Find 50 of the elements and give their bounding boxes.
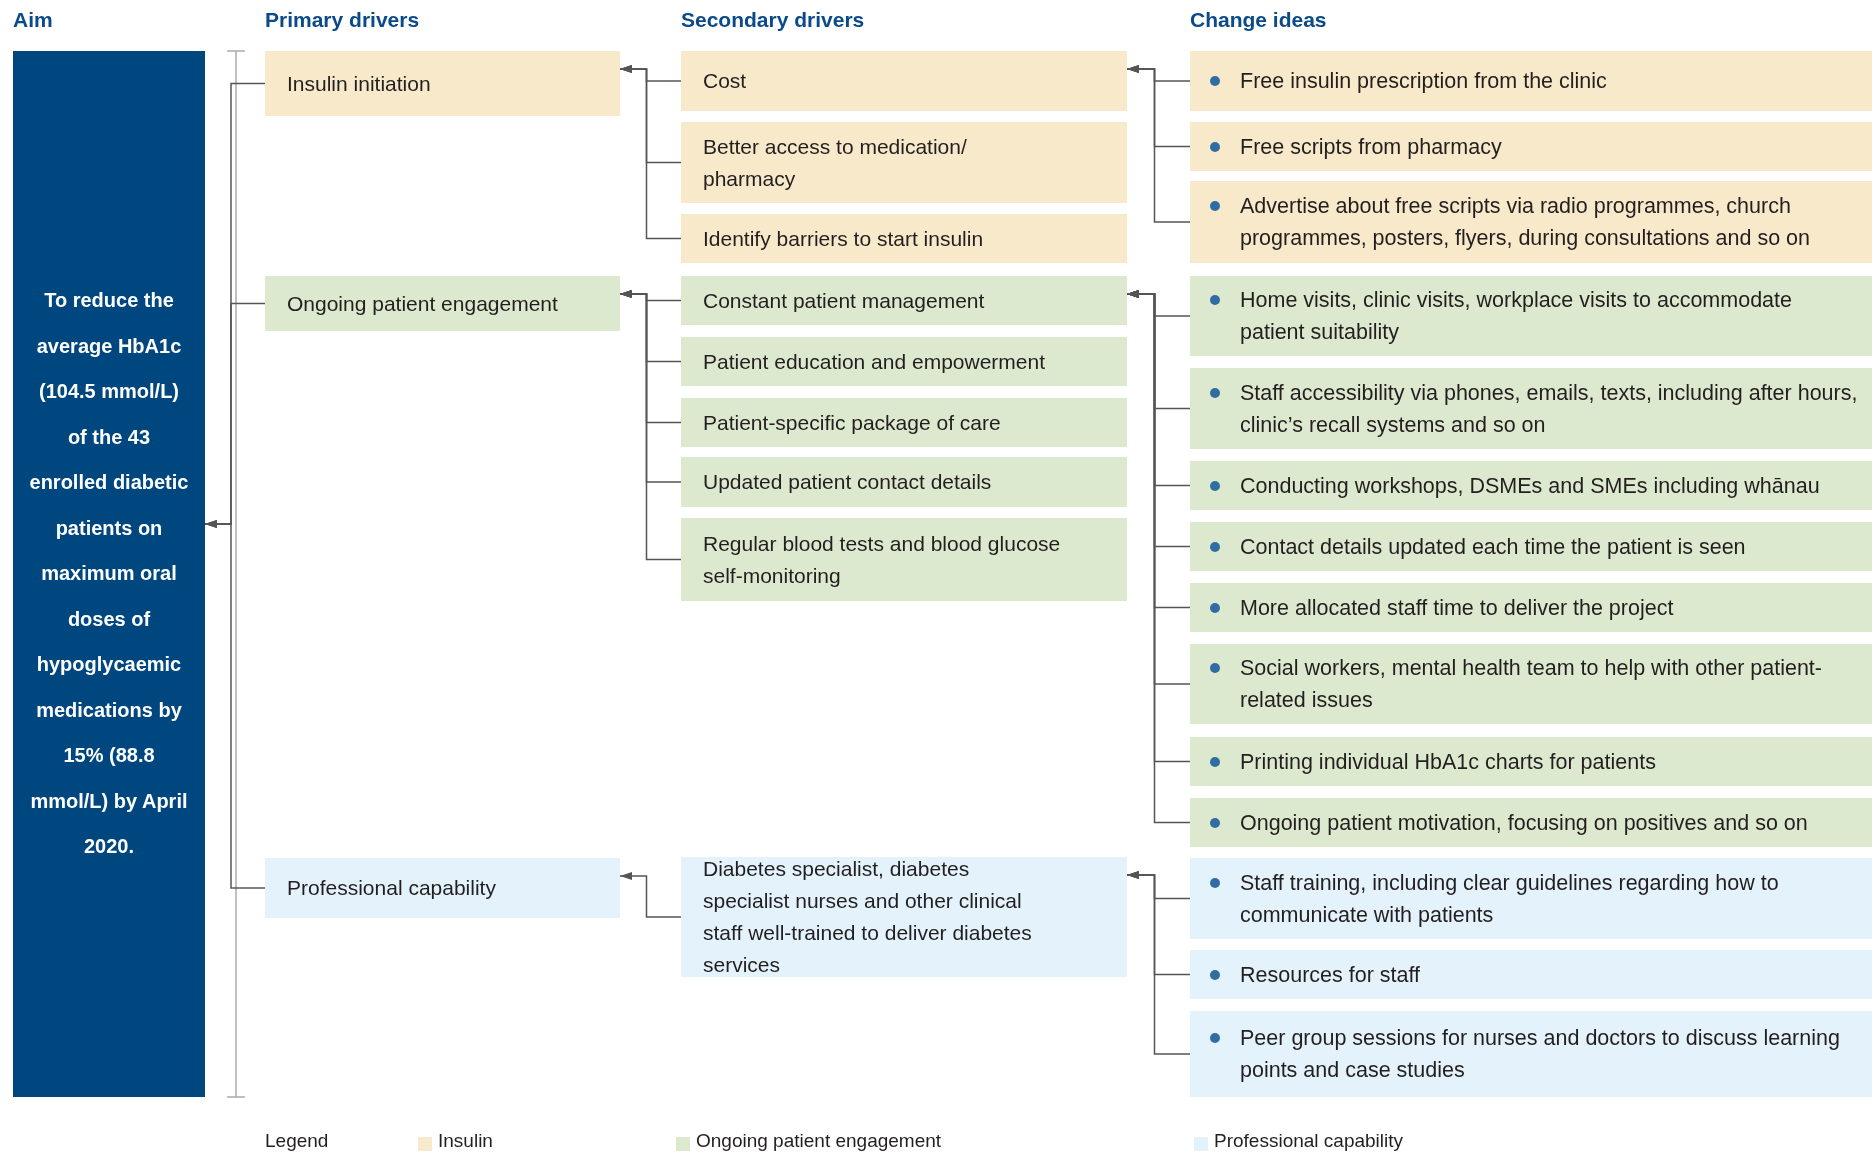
change-idea-box [1190,644,1872,724]
secondary-driver-box: Identify barriers to start insulin [681,214,1127,263]
change-idea-text: Conducting workshops, DSMEs and SMEs including whānau [1240,472,1820,500]
legend-label: Ongoing patient engagement [696,1130,942,1152]
secondary-driver-box: Updated patient contact details [681,457,1127,507]
change-idea-text: Peer group sessions for nurses and doctors to discuss learning points and case studies [1240,1025,1841,1084]
legend-label: Insulin [438,1130,493,1152]
column-heading: Primary drivers [265,8,420,32]
change-idea-text: Staff accessibility via phones, emails, texts, including after hours, clinic’s recall systems and so on [1240,379,1859,439]
change-idea-text: Free insulin prescription from the clinic [1240,68,1607,95]
bracket-arrow [619,872,682,918]
aim-box: To reduce the average HbA1c (104.5 mmol/L) of the 43 enrolled diabetic patients on maximum oral doses of hypoglycaemic medications by 15% (88.8 mmol/L) by April 2020. [13,51,205,1097]
change-idea-box [1190,461,1872,510]
change-idea-box [1190,122,1872,171]
change-idea-box [1190,368,1872,449]
secondary-driver-box: Patient-specific package of care [681,398,1127,447]
change-idea-text: Contact details updated each time the patient is seen [1240,533,1746,561]
change-idea-box [1190,1011,1872,1097]
change-idea-box [1190,276,1872,356]
change-idea-text: More allocated staff time to deliver the project [1240,594,1674,622]
secondary-driver-box: Constant patient management [681,276,1127,325]
change-idea-text: Staff training, including clear guidelines regarding how to communicate with patients [1240,869,1780,929]
column-heading: Change ideas [1190,8,1327,32]
change-idea-box [1190,51,1872,111]
change-idea-text: Free scripts from pharmacy [1240,133,1502,161]
change-idea-box [1190,798,1872,847]
legend-title: Legend [265,1130,329,1152]
secondary-driver-box: Better access to medication/ pharmacy [681,122,1127,203]
change-idea-box [1190,950,1872,999]
change-idea-text: Printing individual HbA1c charts for patients [1240,748,1656,776]
change-idea-box [1190,181,1872,263]
primary-driver-box: Ongoing patient engagement [265,276,620,331]
secondary-driver-box: Patient education and empowerment [681,337,1127,386]
secondary-driver-box: Regular blood tests and blood glucose self-monitoring [681,518,1127,601]
change-idea-text: Ongoing patient motivation, focusing on positives and so on [1240,809,1808,837]
change-idea-box [1190,583,1872,632]
legend-label: Professional capability [1214,1130,1404,1152]
change-idea-text: Resources for staff [1240,961,1421,989]
primary-driver-box: Professional capability [265,858,620,918]
primary-driver-box: Insulin initiation [265,51,620,116]
change-idea-text: Social workers, mental health team to help with other patient-related issues [1240,655,1823,714]
secondary-driver-box: Cost [681,51,1127,111]
change-idea-box [1190,737,1872,786]
column-heading: Aim [13,8,53,32]
column-heading: Secondary drivers [681,8,865,32]
secondary-driver-box: Diabetes specialist, diabetes specialist nurses and other clinical staff well-trained to deliver diabetes services [681,857,1127,977]
change-idea-box [1190,858,1872,939]
change-idea-text: Home visits, clinic visits, workplace visits to accommodate patient suitability [1240,287,1793,346]
change-idea-box [1190,522,1872,571]
change-idea-text: Advertise about free scripts via radio programmes, church programmes, posters, flyers, during consultations and so on [1240,193,1812,252]
